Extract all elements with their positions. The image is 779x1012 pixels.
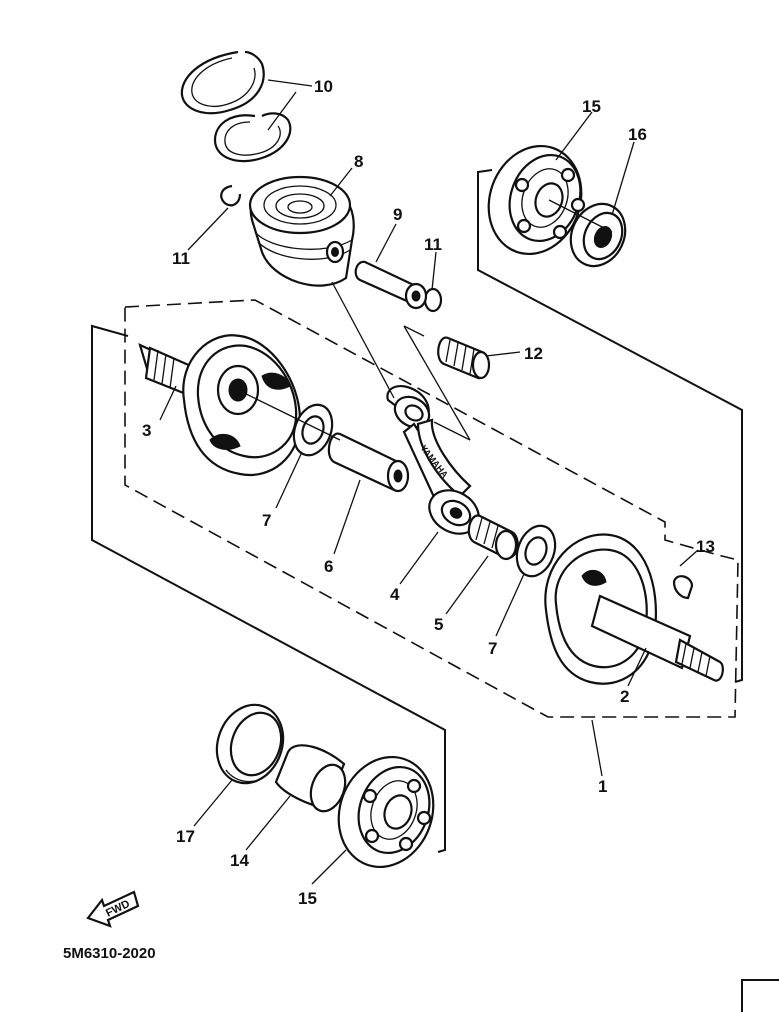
crankshaft-right bbox=[544, 533, 724, 685]
callout-16: 16 bbox=[628, 125, 647, 144]
oil-seal-upper bbox=[569, 202, 627, 268]
callout-15-lower: 15 bbox=[298, 889, 317, 908]
callout-7-right: 7 bbox=[488, 639, 497, 658]
callout-14: 14 bbox=[230, 851, 249, 870]
callout-11-left: 11 bbox=[172, 249, 190, 268]
callout-9: 9 bbox=[393, 205, 402, 224]
callout-labels: 10 8 9 11 11 12 15 16 3 7 6 4 5 7 13 2 1… bbox=[142, 77, 715, 908]
circlips bbox=[220, 184, 443, 313]
callout-7-left: 7 bbox=[262, 511, 271, 530]
callout-15-upper: 15 bbox=[582, 97, 601, 116]
forward-arrow-icon: FWD bbox=[86, 890, 140, 928]
piston-pin bbox=[354, 260, 428, 310]
callout-1: 1 bbox=[598, 777, 607, 796]
callout-2: 2 bbox=[620, 687, 629, 706]
piston bbox=[248, 175, 355, 287]
needle-bearing-big-end bbox=[467, 514, 519, 561]
spacer-collar bbox=[274, 744, 347, 813]
callout-4: 4 bbox=[390, 585, 400, 604]
corner-frame-mark bbox=[741, 979, 779, 1012]
woodruff-key bbox=[672, 575, 694, 600]
bearing-upper bbox=[487, 144, 586, 256]
callout-11-right: 11 bbox=[424, 235, 442, 254]
group-outlines bbox=[91, 169, 743, 853]
piston-rings bbox=[180, 50, 292, 163]
callout-3: 3 bbox=[142, 421, 151, 440]
connecting-rod: YAMAHA bbox=[386, 384, 480, 535]
bearing-lower bbox=[337, 755, 435, 869]
callout-5: 5 bbox=[434, 615, 443, 634]
callout-12: 12 bbox=[524, 344, 543, 363]
crank-pin bbox=[327, 432, 410, 493]
diagram-code: 5M6310-2020 bbox=[63, 945, 156, 962]
callout-17: 17 bbox=[176, 827, 195, 846]
callout-10: 10 bbox=[314, 77, 333, 96]
thrust-washers bbox=[292, 403, 557, 578]
callout-8: 8 bbox=[354, 152, 363, 171]
crankshaft-left bbox=[138, 334, 302, 477]
callout-13: 13 bbox=[696, 537, 715, 556]
callout-6: 6 bbox=[324, 557, 333, 576]
leader-lines bbox=[159, 79, 699, 885]
needle-bearing-small-end bbox=[437, 336, 491, 380]
oil-seal-lower bbox=[215, 703, 285, 785]
